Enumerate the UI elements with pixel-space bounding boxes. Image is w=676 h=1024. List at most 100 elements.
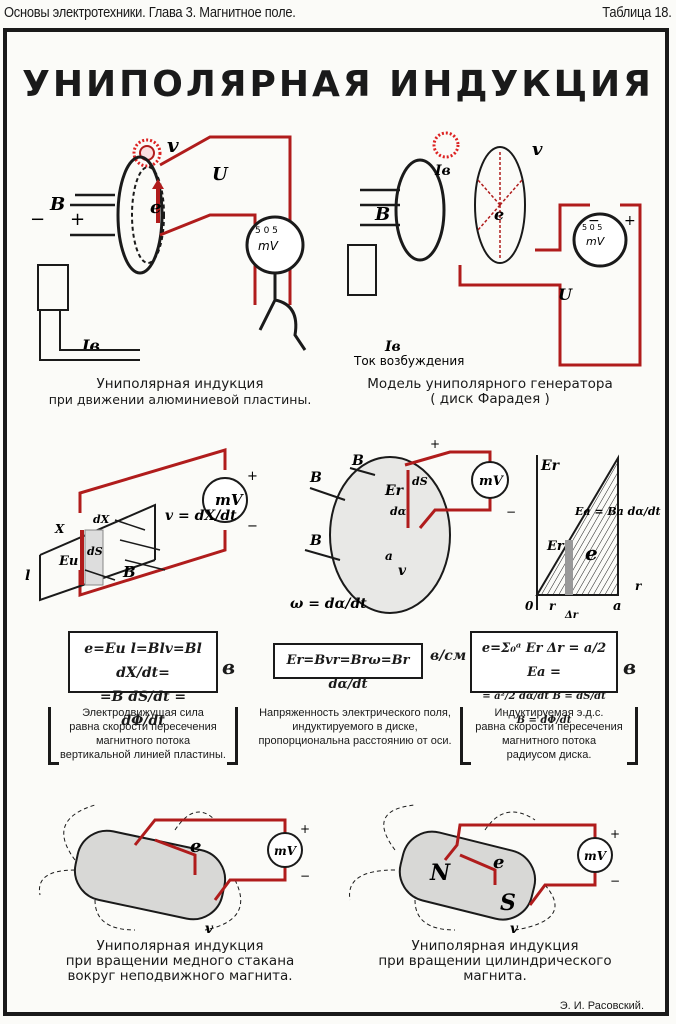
switch-block (347, 244, 377, 296)
formula-1-line1: e=Eи l=Blv=Bl dX/dt= (84, 641, 202, 681)
disk-radial-arrows (477, 150, 523, 260)
label-omega: ω = dα/dt (290, 596, 367, 612)
label-e: e (493, 852, 504, 873)
label-dX: dX (93, 513, 110, 526)
label-v: v (510, 921, 519, 937)
note-bracket-3 (460, 707, 638, 765)
label-B: B (49, 194, 65, 215)
meter-scale: 5 0 5 (255, 226, 278, 236)
label-minus: − (30, 209, 45, 230)
label-S: S (500, 890, 516, 916)
millivoltmeter (202, 477, 248, 523)
plate-caption-line1: Униполярная индукция (96, 376, 264, 392)
formula-3-unit: в (623, 655, 637, 679)
field-arrows (84, 519, 166, 581)
label-B2: B (309, 470, 322, 486)
author-signature: Э. И. Расовский. (559, 1000, 644, 1012)
millivoltmeter (577, 837, 613, 873)
label-v: v (167, 133, 179, 157)
millivoltmeter (471, 461, 509, 499)
plate-outline (39, 503, 156, 602)
label-U: U (558, 285, 573, 304)
label-v: v (205, 921, 214, 937)
label-e: e (150, 197, 161, 218)
circuit-wire-red-return (159, 213, 257, 305)
meter-scale: 5 0 5 (582, 223, 602, 232)
field-lines (349, 804, 556, 931)
label-e: e (494, 205, 504, 224)
note-2: Напряженность электрического поля, индук… (250, 706, 460, 748)
magnet-diagram: N S e v mV + − (349, 804, 620, 937)
formula-1-unit: в (222, 655, 236, 679)
meter-label: mV (479, 474, 505, 489)
note-3-line: радиусом диска. (506, 749, 592, 761)
disk (329, 456, 451, 614)
cup-caption-line1: Униполярная индукция (96, 938, 264, 954)
note-1: Электродвижущая сила равна скорости пере… (48, 706, 238, 762)
magnet-caption-line1: Униполярная индукция (411, 938, 579, 954)
label-Iv2: Iв (384, 339, 401, 355)
label-N: N (429, 860, 451, 886)
meter-stand (258, 273, 307, 351)
note-3-line: равна скорости пересечения (475, 721, 623, 733)
label-plus: + (624, 213, 636, 229)
label-minus: − (247, 519, 258, 534)
meter-label: mV (258, 239, 279, 253)
label-Er: Er (546, 539, 565, 554)
bulb-icon (132, 138, 162, 168)
plate-caption-line2: при движении алюминиевой пластины. (48, 392, 312, 407)
label-dS: dS (412, 475, 428, 488)
header-right: Таблица 18. (602, 4, 673, 21)
page-title: УНИПОЛЯРНАЯ ИНДУКЦИЯ (22, 64, 654, 105)
millivoltmeter (572, 212, 628, 268)
label-minus: − (506, 505, 516, 519)
cup-caption-line2: при вращении медного стакана (65, 953, 295, 969)
formula-box-1: e=Eи l=Blv=Bl dX/dt= =B dS/dt = dΦ/dt (68, 631, 218, 729)
label-B: B (374, 204, 390, 225)
faraday-diagram: v Iв B e U Iв Ток возбуждения mV 5 0 5 −… (347, 131, 642, 368)
label-dalpha: dα (390, 505, 407, 518)
faraday-caption-line1: Модель униполярного генератора (367, 376, 613, 392)
note-2-line: индуктируемого в диске, (292, 721, 418, 733)
triangle-diagram: Er Ea = Ba dα/dt Er e 0 r a Δr r (525, 454, 661, 621)
formula-1-line2: =B dS/dt = dΦ/dt (99, 689, 187, 729)
field-lines (38, 804, 242, 931)
plate-caption: Униполярная индукция при движении алюмин… (40, 376, 320, 408)
formula-2-unit: в/см (430, 648, 467, 664)
label-r-axis: r (635, 579, 643, 593)
label-plus: + (300, 822, 310, 836)
cylindrical-magnet (398, 830, 537, 921)
cup-caption-line3: вокруг неподвижного магнита. (67, 968, 293, 984)
circuit-wire-red (404, 450, 492, 529)
field-arrows (360, 188, 400, 227)
note-3-line: магнитного потока (501, 735, 597, 747)
meter-label: mV (586, 235, 606, 248)
label-B1: B (351, 453, 364, 469)
cup-caption: Униполярная индукция при вращении медног… (40, 939, 320, 984)
note-1-line: магнитного потока (95, 735, 191, 747)
note-2-line: Напряженность электрического поля, (259, 707, 451, 719)
label-a: a (613, 599, 621, 614)
label-B: B (122, 563, 136, 581)
label-a: a (385, 549, 393, 563)
label-v: v (532, 139, 543, 160)
magnet-caption: Униполярная индукция при вращении цилинд… (350, 939, 640, 984)
electromagnet (394, 158, 446, 262)
note-2-line: пропорциональна расстоянию от оси. (258, 735, 452, 747)
label-e: e (190, 836, 201, 857)
label-B3: B (309, 533, 322, 549)
faraday-disk (474, 146, 526, 264)
label-minus: − (300, 869, 310, 883)
dr-strip (565, 540, 573, 595)
formula-3-line1: e=Σ₀ᵃ Er Δr = a/2 Ea = (481, 641, 607, 680)
label-Er: Er (384, 483, 405, 499)
meter-label: mV (274, 844, 298, 858)
meter-label: mV (584, 849, 608, 863)
label-dr: Δr (564, 610, 579, 621)
note-3: Индуктируемая э.д.с. равна скорости пере… (460, 706, 638, 762)
note-3-line: Индуктируемая э.д.с. (494, 707, 604, 719)
label-Er-axis: Er (540, 458, 561, 474)
emf-arrowhead (152, 179, 164, 189)
faraday-caption-line2: ( диск Фарадея ) (430, 391, 550, 407)
label-e: e (585, 541, 598, 565)
